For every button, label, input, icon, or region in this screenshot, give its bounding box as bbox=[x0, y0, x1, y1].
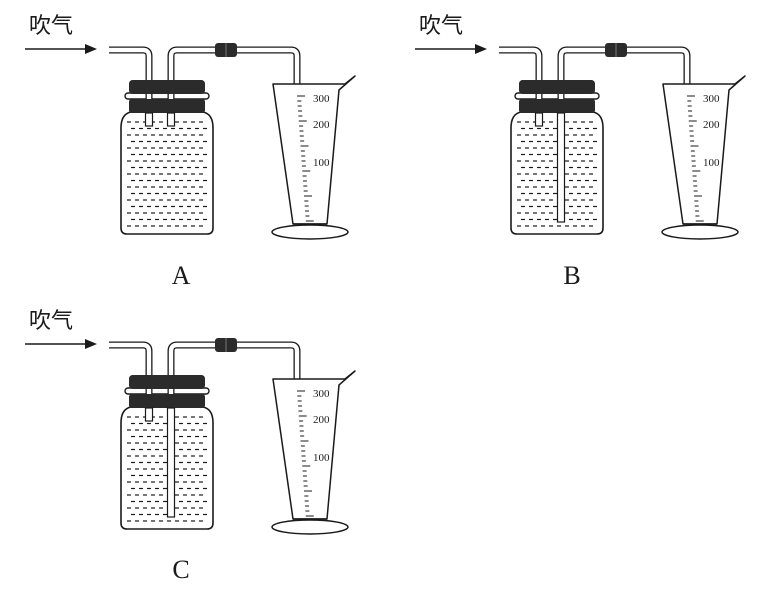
water bbox=[127, 121, 207, 227]
inlet-tube-stub bbox=[144, 407, 154, 422]
cylinder-scale bbox=[297, 390, 314, 517]
tick-label: 300 bbox=[313, 93, 330, 105]
outlet-tube-stub bbox=[556, 112, 566, 223]
blow-air-label: 吹气 bbox=[29, 14, 73, 39]
cylinder-scale bbox=[297, 95, 314, 222]
panel-caption: C bbox=[172, 555, 189, 584]
cylinder-base bbox=[661, 224, 739, 240]
tick-label: 200 bbox=[313, 414, 330, 426]
tick-label: 200 bbox=[313, 119, 330, 131]
outlet-tube-stub bbox=[166, 112, 176, 127]
outlet-tube-stub bbox=[166, 407, 176, 518]
arrow-head-icon bbox=[475, 44, 487, 54]
blow-air-label: 吹气 bbox=[29, 309, 73, 334]
tick-label: 300 bbox=[703, 93, 720, 105]
cylinder-base bbox=[271, 224, 349, 240]
tick-label: 300 bbox=[313, 388, 330, 400]
arrow-head-icon bbox=[85, 44, 97, 54]
panel-caption: B bbox=[563, 261, 580, 290]
tick-label: 100 bbox=[313, 157, 330, 169]
bottle bbox=[120, 111, 214, 235]
arrow-head-icon bbox=[85, 339, 97, 349]
tick-label: 200 bbox=[703, 119, 720, 131]
tick-label: 100 bbox=[313, 452, 330, 464]
cylinder-scale bbox=[687, 95, 704, 222]
tick-label: 100 bbox=[703, 157, 720, 169]
cylinder-base bbox=[271, 519, 349, 535]
panel-caption: A bbox=[172, 261, 191, 290]
blow-air-label: 吹气 bbox=[419, 14, 463, 39]
inlet-tube-stub bbox=[144, 112, 154, 127]
inlet-tube-stub bbox=[534, 112, 544, 127]
water bbox=[127, 416, 207, 522]
